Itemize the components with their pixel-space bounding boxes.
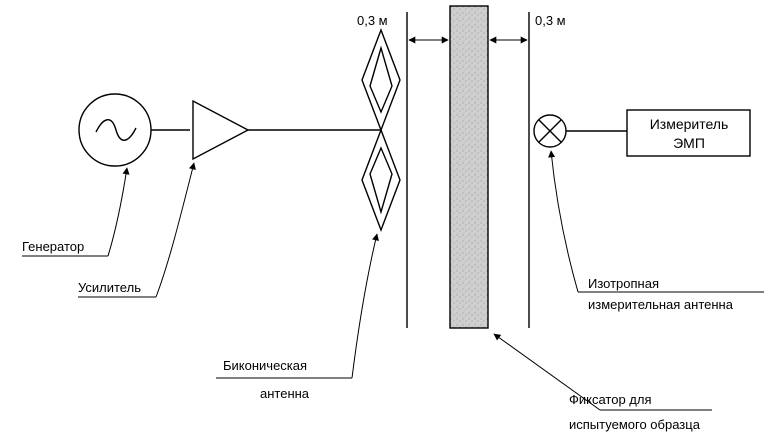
emf-meter-box <box>626 109 751 157</box>
isotropic-label-line1: Изотропная <box>588 276 659 291</box>
biconical-label-line1: Биконическая <box>223 358 307 373</box>
distance-label-left: 0,3 м <box>357 13 388 28</box>
fixture-label-line1: Фиксатор для <box>569 392 652 407</box>
isotropic-label-line2: измерительная антенна <box>588 297 734 312</box>
emf-meter-label-line2: ЭМП <box>673 135 705 151</box>
sample-fixture <box>449 5 489 329</box>
generator-symbol <box>78 93 152 167</box>
generator-label: Генератор <box>22 239 84 254</box>
isotropic-antenna-symbol <box>533 114 567 148</box>
generator-leader <box>107 167 130 257</box>
biconical-leader <box>351 233 379 379</box>
amplifier-leader <box>155 162 196 298</box>
distance-label-right: 0,3 м <box>535 13 566 28</box>
biconical-label-line2: антенна <box>260 386 310 401</box>
isotropic-leader <box>548 150 579 293</box>
fixture-leader <box>493 333 601 411</box>
amplifier-label: Усилитель <box>78 280 141 295</box>
biconical-antenna-symbol <box>361 28 401 232</box>
amplifier-symbol <box>192 99 250 161</box>
fixture-label-line2: испытуемого образца <box>569 417 701 432</box>
emf-meter-label-line1: Измеритель <box>650 116 729 132</box>
